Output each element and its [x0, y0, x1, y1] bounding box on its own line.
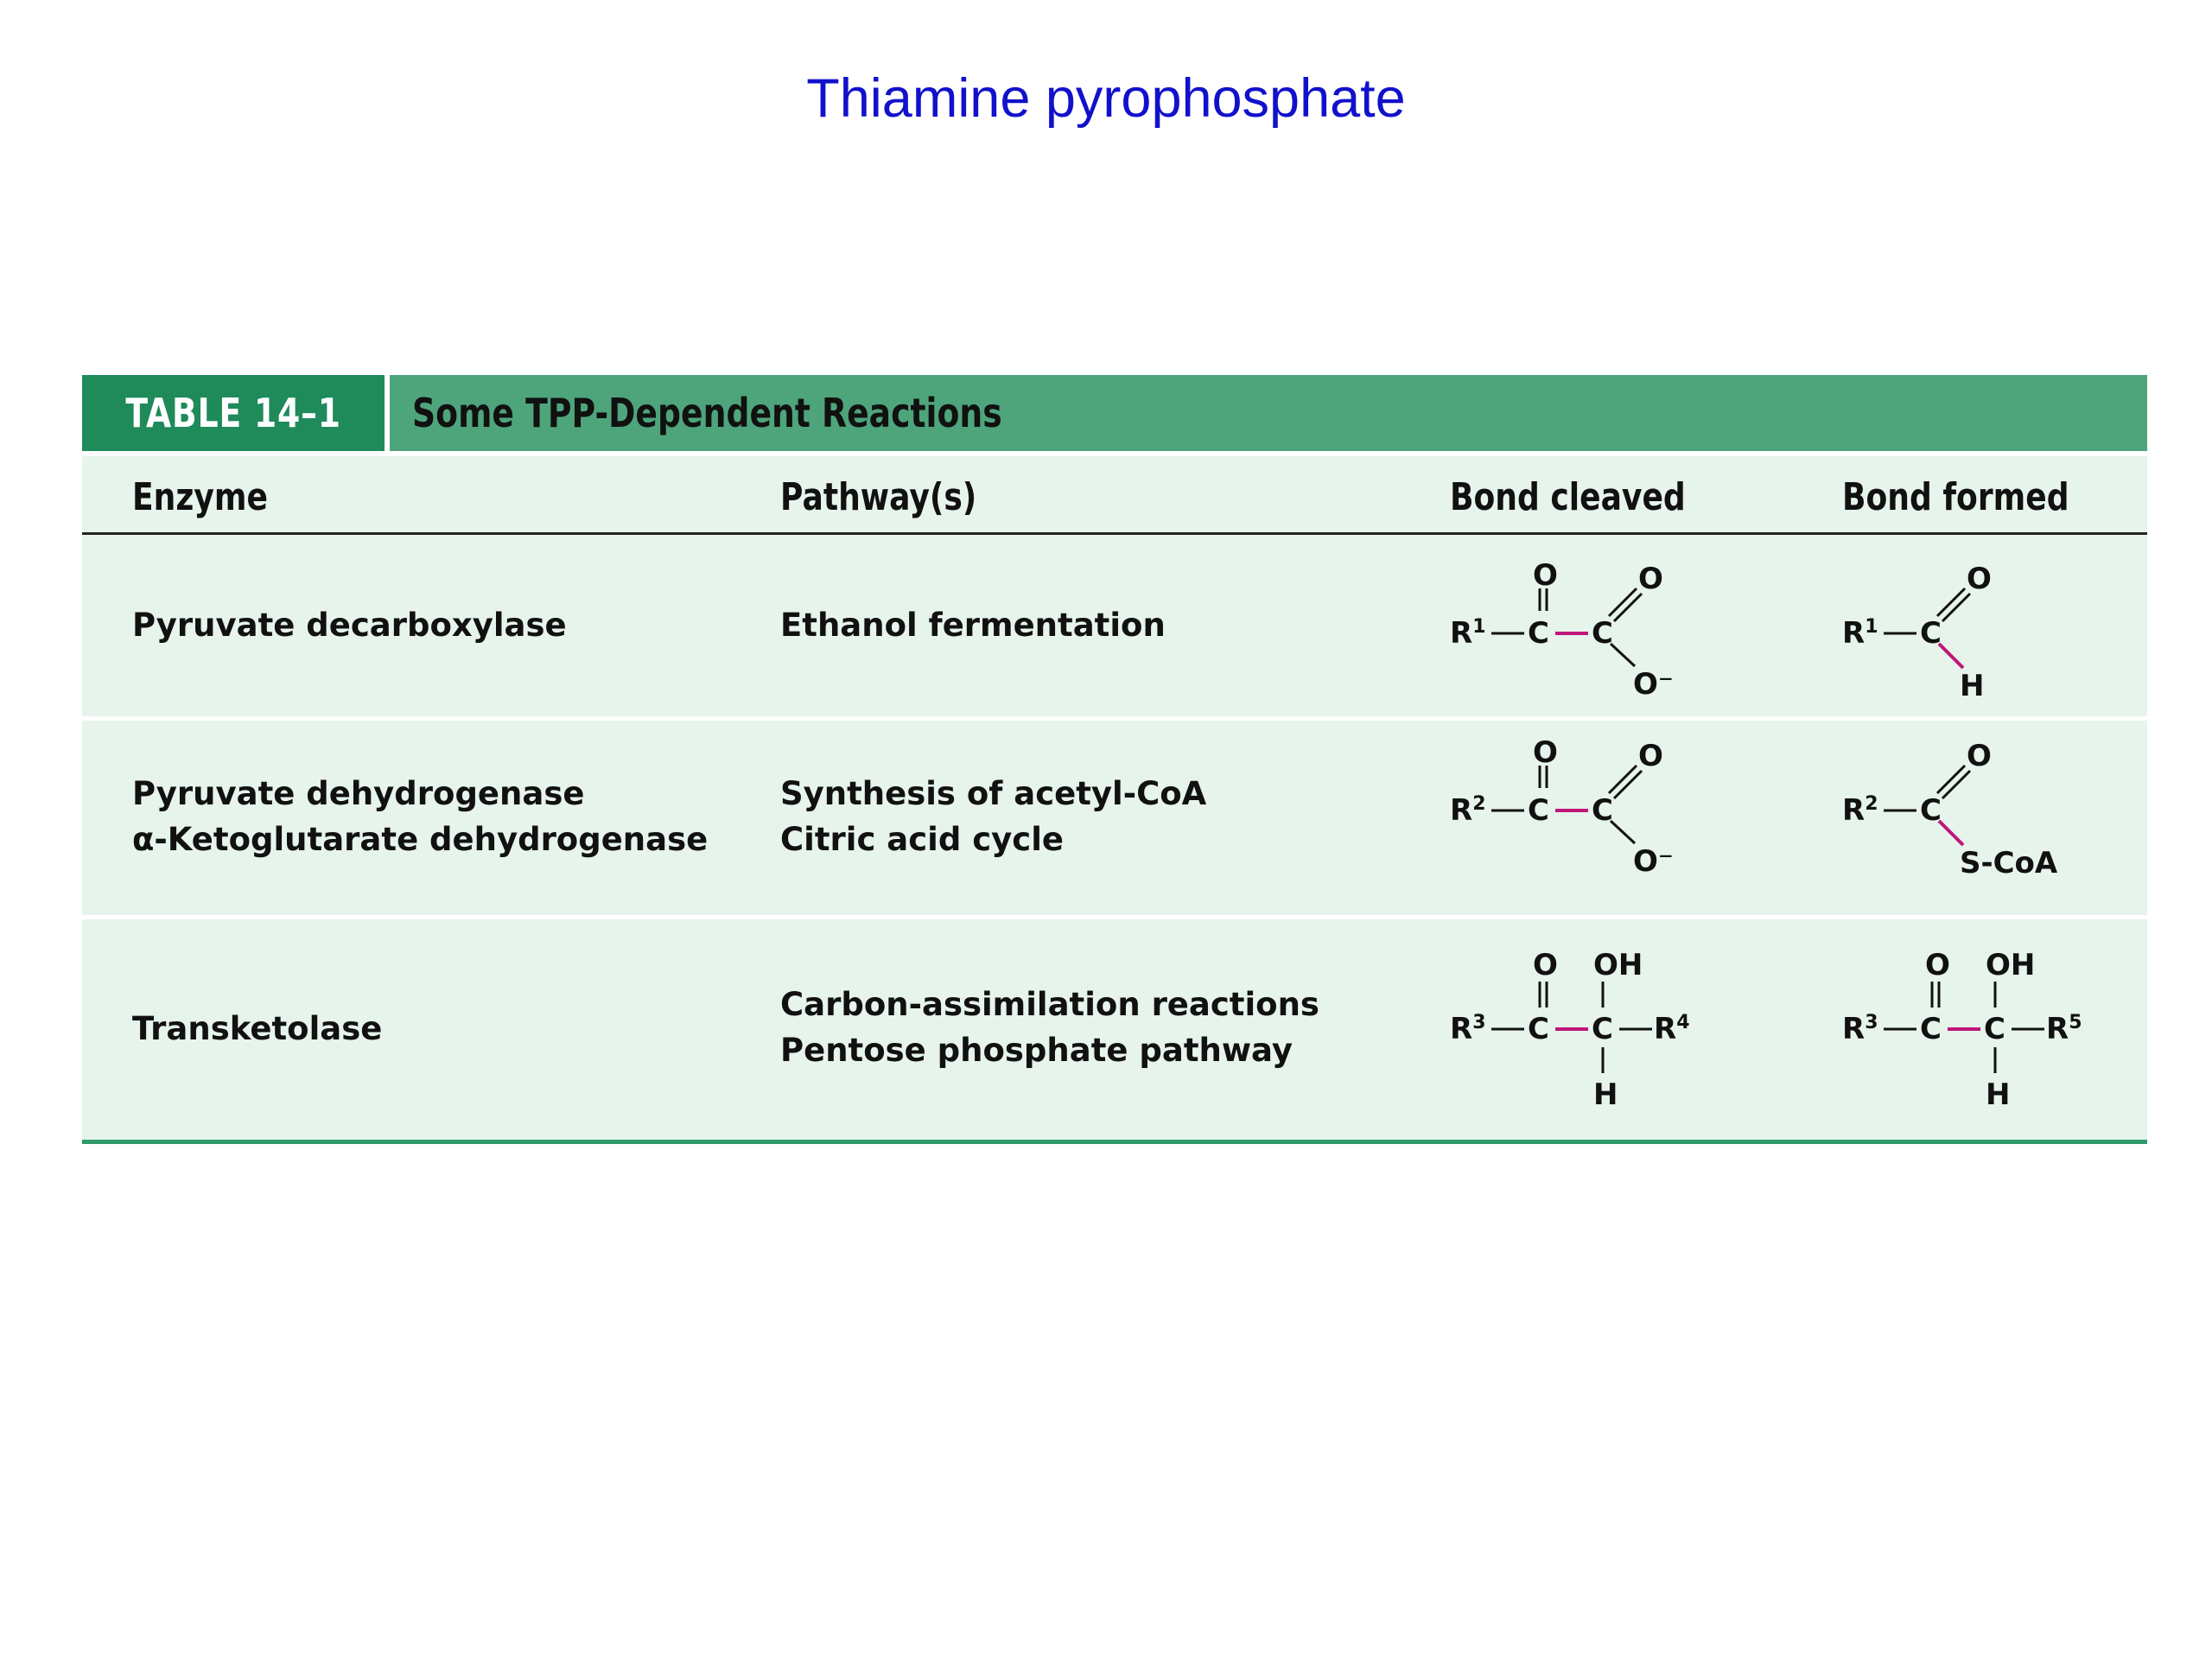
header-pathways: Pathway(s) — [780, 475, 977, 519]
thioester-structure: R2 C O S-CoA — [1842, 739, 2058, 880]
bond-formed-structure: R3 C O C OH H R5 — [1842, 937, 2119, 1131]
slide-title: Thiamine pyrophosphate — [806, 68, 1406, 129]
svg-text:H: H — [1593, 1077, 1618, 1112]
pathway-cell: Carbon-assimilation reactions Pentose ph… — [780, 986, 1319, 1069]
svg-text:O: O — [1925, 948, 1950, 982]
svg-text:R3: R3 — [1842, 1012, 1878, 1046]
svg-text:C: C — [1592, 793, 1613, 828]
bond-formed-structure: R2 C O S-CoA — [1842, 728, 2101, 887]
pathway-cell: Synthesis of acetyl-CoA Citric acid cycl… — [780, 775, 1207, 858]
svg-text:R5: R5 — [2046, 1012, 2082, 1046]
svg-text:O: O — [1533, 735, 1558, 770]
svg-text:C: C — [1984, 1012, 2005, 1046]
enzyme-cell: Pyruvate dehydrogenase α-Ketoglutarate d… — [132, 775, 709, 858]
svg-text:O: O — [1533, 558, 1558, 593]
bond-formed-structure: R1 C O H — [1842, 550, 2067, 710]
table-caption: Some TPP-Dependent Reactions — [390, 375, 2147, 451]
alpha-keto-acid-structure: R2 C O C O O⁻ — [1450, 735, 1674, 879]
alpha-keto-acid-structure: R1 C O C O O⁻ — [1450, 558, 1674, 702]
svg-text:O: O — [1638, 739, 1663, 773]
header-bond-formed: Bond formed — [1842, 475, 2069, 519]
enzyme-cell: Pyruvate decarboxylase — [132, 607, 567, 644]
ketol-structure: R3 C O C OH H R5 — [1842, 948, 2082, 1112]
pathway-cell: Ethanol fermentation — [780, 607, 1166, 644]
svg-text:O: O — [1967, 562, 1992, 596]
svg-text:R1: R1 — [1450, 616, 1486, 651]
svg-text:OH: OH — [1986, 948, 2035, 982]
bond-cleaved-structure: R1 C O C O O⁻ — [1450, 550, 1700, 710]
table-header-bar: TABLE 14–1 Some TPP-Dependent Reactions — [82, 375, 2147, 451]
svg-text:S-CoA: S-CoA — [1960, 846, 2058, 880]
tpp-reactions-table: TABLE 14–1 Some TPP-Dependent Reactions … — [82, 375, 2147, 1144]
bond-cleaved-structure: R3 C O C OH H R4 — [1450, 937, 1726, 1131]
svg-text:OH: OH — [1593, 948, 1643, 982]
header-enzyme: Enzyme — [132, 475, 268, 519]
svg-text:R3: R3 — [1450, 1012, 1486, 1046]
svg-text:O: O — [1638, 562, 1663, 596]
svg-text:H: H — [1986, 1077, 2010, 1112]
table-row: Transketolase Carbon-assimilation reacti… — [82, 919, 2147, 1144]
table-row: Pyruvate decarboxylase Ethanol fermentat… — [82, 535, 2147, 721]
aldehyde-structure: R1 C O H — [1842, 562, 1992, 703]
svg-text:O: O — [1533, 948, 1558, 982]
table-number: TABLE 14–1 — [82, 375, 385, 451]
header-bond-cleaved: Bond cleaved — [1450, 475, 1686, 519]
svg-text:R1: R1 — [1842, 616, 1878, 651]
svg-text:O⁻: O⁻ — [1633, 844, 1674, 879]
svg-text:C: C — [1528, 1012, 1549, 1046]
svg-text:R2: R2 — [1450, 793, 1486, 828]
svg-text:O⁻: O⁻ — [1633, 667, 1674, 702]
table-row: Pyruvate dehydrogenase α-Ketoglutarate d… — [82, 721, 2147, 919]
svg-text:C: C — [1592, 616, 1613, 651]
svg-text:C: C — [1920, 1012, 1942, 1046]
svg-text:O: O — [1967, 739, 1992, 773]
svg-text:C: C — [1528, 793, 1549, 828]
svg-text:C: C — [1592, 1012, 1613, 1046]
ketol-structure: R3 C O C OH H R4 — [1450, 948, 1690, 1112]
svg-text:H: H — [1960, 669, 1984, 703]
bond-cleaved-structure: R2 C O C O O⁻ — [1450, 728, 1700, 887]
enzyme-cell: Transketolase — [132, 1010, 383, 1047]
column-headers: Enzyme Pathway(s) Bond cleaved Bond form… — [82, 456, 2147, 535]
svg-text:C: C — [1528, 616, 1549, 651]
svg-text:R4: R4 — [1654, 1012, 1690, 1046]
svg-text:R2: R2 — [1842, 793, 1878, 828]
